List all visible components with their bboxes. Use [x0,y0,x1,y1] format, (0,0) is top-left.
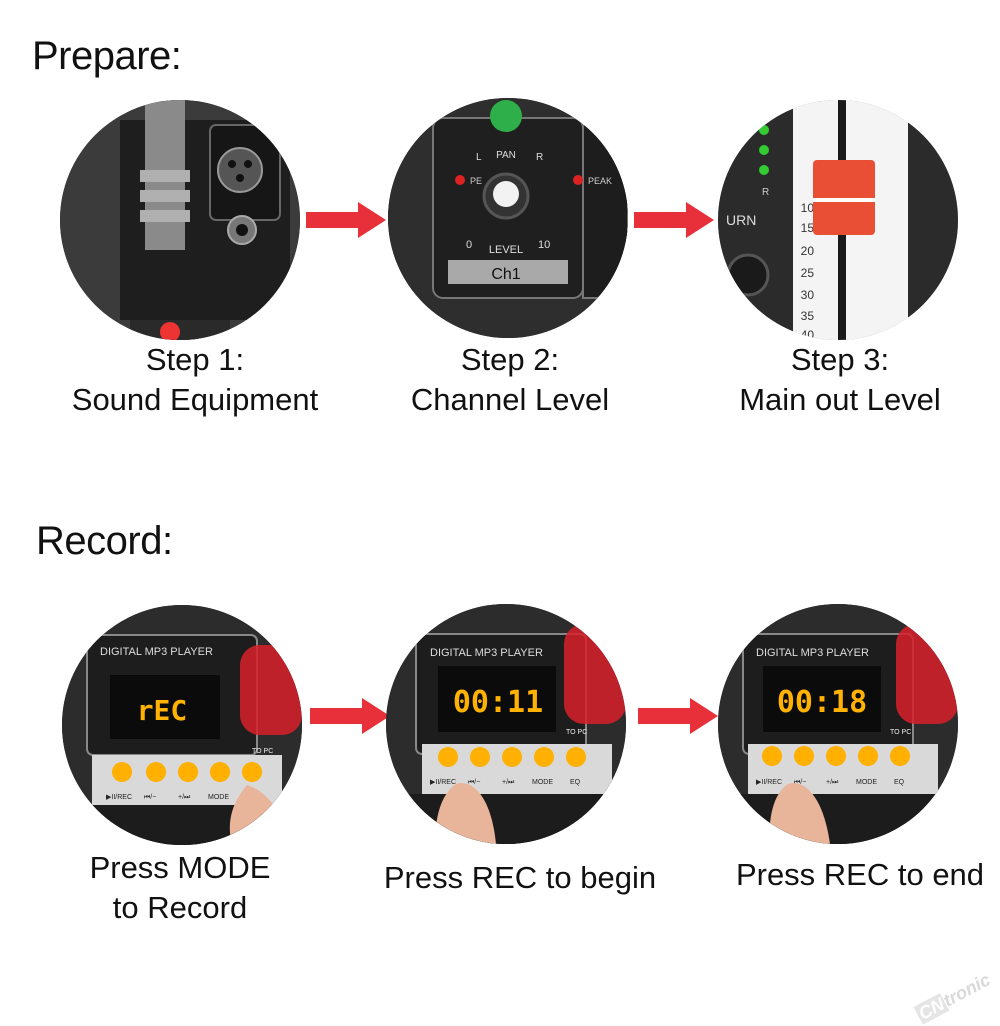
step2-title: Step 2: [460,342,560,377]
step2-photo: PAN L R PE 0 10 LEVEL Ch1 PEAK [388,98,628,338]
level-label: LEVEL [489,244,523,256]
scale-30: 30 [801,288,815,302]
record-step3-line1: Press REC to end [735,857,985,892]
peak-label: PE [470,176,482,186]
prepare-title: Prepare: [32,34,182,78]
scale-15: 15 [801,221,815,235]
level-min: 0 [466,239,472,251]
brand-watermark: CNtronic [913,969,994,1025]
step2-desc: Channel Level [410,382,610,417]
scale-25: 25 [801,266,815,280]
pan-r-label: R [536,152,543,163]
btn-label-play: ▶II/REC [106,794,132,801]
btn-label-next: +/⏭ [178,794,191,801]
btn-label-prev: ⏮/− [794,779,806,786]
step3-desc: Main out Level [739,382,941,417]
btn-label-eq: EQ [570,779,581,786]
btn-label-next: +/⏭ [826,779,839,786]
step1-title: Step 1: [145,342,245,377]
pan-l-label: L [476,152,482,163]
display-readout: rEC [137,694,188,727]
peak2-label: PEAK [588,176,612,186]
btn-label-next: +/⏭ [502,779,515,786]
topc-label: TO PC [890,729,911,736]
player-label: DIGITAL MP3 PLAYER [756,647,869,659]
record-step2-caption: Press REC to begin [370,858,670,898]
scale-10: 10 [801,201,815,215]
display-readout: 00:11 [453,685,543,720]
btn-label-play: ▶II/REC [756,779,782,786]
step1-desc: Sound Equipment [71,382,319,417]
record-step2-photo: DIGITAL MP3 PLAYER 00:11 TO PC ▶II/REC ⏮… [386,604,626,844]
arrow-right-icon [310,696,390,736]
pan-label: PAN [496,150,516,161]
player-label: DIGITAL MP3 PLAYER [430,647,543,659]
record-step3-photo: DIGITAL MP3 PLAYER 00:18 TO PC ▶II/REC ⏮… [718,604,958,844]
arrow-right-icon [634,200,714,240]
arrow-right-icon [638,696,718,736]
topc-label: TO PC [252,748,273,755]
record-step1-caption: Press MODE to Record [60,848,300,928]
record-step1-line2: to Record [112,890,248,925]
arrow-right-icon [306,200,386,240]
btn-label-prev: ⏮/− [144,794,156,801]
record-step1-photo: DIGITAL MP3 PLAYER rEC TO PC ▶II/REC ⏮/−… [62,605,302,845]
player-label: DIGITAL MP3 PLAYER [100,646,213,658]
channel-label: Ch1 [491,266,520,283]
step3-title: Step 3: [790,342,890,377]
step2-caption: Step 2: Channel Level [360,340,660,420]
step1-photo [60,100,300,340]
r-label: R [762,187,769,198]
record-step2-line1: Press REC to begin [383,860,657,895]
scale-35: 35 [801,309,815,323]
display-readout: 00:18 [777,685,867,720]
scale-20: 20 [801,244,815,258]
turn-label: URN [726,212,756,228]
level-max: 10 [538,239,550,251]
step3-caption: Step 3: Main out Level [690,340,990,420]
btn-label-play: ▶II/REC [430,779,456,786]
step3-photo: R URN 10 15 20 25 30 35 40 [718,100,958,340]
btn-label-mode: MODE [532,779,553,786]
btn-label-prev: ⏮/− [468,779,480,786]
record-title: Record: [36,519,173,563]
scale-40: 40 [801,328,815,340]
topc-label: TO PC [566,729,587,736]
btn-label-eq: EQ [894,779,905,786]
step1-caption: Step 1: Sound Equipment [40,340,350,420]
record-step3-caption: Press REC to end [720,855,1000,895]
watermark-rest: tronic [939,969,994,1011]
btn-label-mode: MODE [856,779,877,786]
btn-label-mode: MODE [208,794,229,801]
record-step1-line1: Press MODE [89,850,271,885]
